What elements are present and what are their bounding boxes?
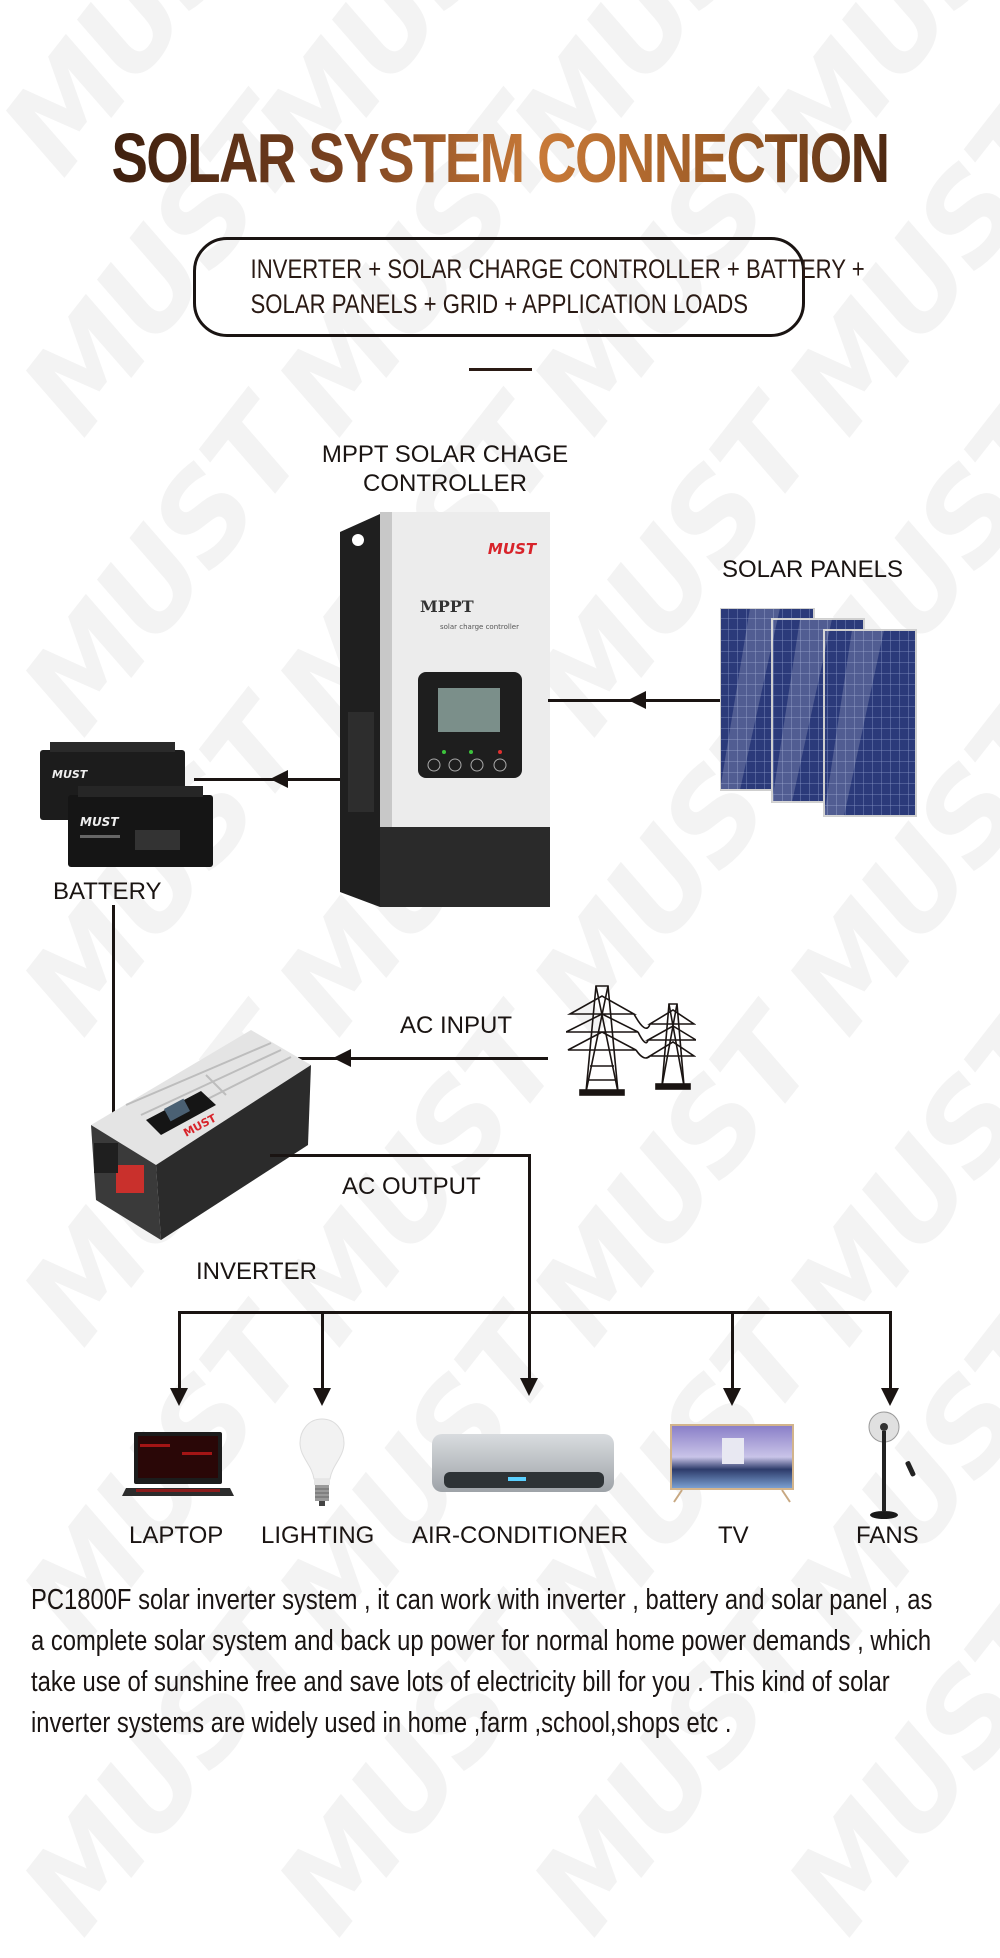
- arrow-down-icon: [170, 1388, 188, 1406]
- description-line-3: take use of sunshine free and save lots …: [31, 1666, 890, 1698]
- page-title: SOLAR SYSTEM CONNECTION: [111, 119, 890, 197]
- battery-label: BATTERY: [53, 878, 162, 905]
- controller-label: MPPT SOLAR CHAGE CONTROLLER: [300, 440, 590, 498]
- subtitle-box: INVERTER + SOLAR CHARGE CONTROLLER + BAT…: [193, 237, 865, 337]
- air-conditioner-image: [432, 1434, 614, 1499]
- load-label-air-conditioner: AIR-CONDITIONER: [412, 1522, 628, 1549]
- description-paragraph: PC1800F solar inverter system , it can w…: [31, 1580, 990, 1744]
- description-line-1: PC1800F solar inverter system , it can w…: [31, 1584, 933, 1616]
- solar-panels-label: SOLAR PANELS: [722, 556, 903, 583]
- load-label-laptop: LAPTOP: [129, 1522, 224, 1549]
- load-drop-laptop: [178, 1311, 181, 1391]
- arrow-left-icon: [333, 1049, 351, 1067]
- load-label-lighting: LIGHTING: [261, 1522, 375, 1549]
- controller-to-battery-line: [194, 778, 340, 781]
- load-drop-fans: [889, 1311, 892, 1391]
- tv-icon: [670, 1424, 794, 1503]
- solar-panel-icon: [719, 607, 917, 817]
- ac-output-line-vertical: [528, 1154, 531, 1390]
- grid-to-inverter-line: [298, 1057, 548, 1060]
- divider: [469, 368, 532, 371]
- mppt-controller-image: MUST MPPT solar charge controller: [340, 512, 550, 907]
- load-drop-tv: [731, 1311, 734, 1391]
- controller-label-line-2: CONTROLLER: [362, 470, 528, 497]
- load-label-fans: FANS: [856, 1522, 919, 1549]
- watermark: MUST: [0, 381, 333, 758]
- inverter-label: INVERTER: [196, 1258, 317, 1285]
- solar-panels-image: [719, 607, 918, 818]
- ac-input-label: AC INPUT: [400, 1012, 513, 1039]
- inverter-image: MUST: [86, 1025, 316, 1245]
- ac-output-label: AC OUTPUT: [342, 1173, 481, 1200]
- inverter-icon: MUST: [91, 1030, 311, 1240]
- transmission-tower-icon: [565, 985, 699, 1096]
- laptop-image: [122, 1432, 234, 1503]
- light-bulb-icon: [299, 1418, 345, 1506]
- tv-image: [670, 1424, 794, 1509]
- subtitle-line-1: INVERTER + SOLAR CHARGE CONTROLLER + BAT…: [250, 254, 865, 284]
- arrow-down-icon: [723, 1388, 741, 1406]
- arrow-left-icon: [270, 770, 288, 788]
- laptop-icon: [122, 1432, 234, 1496]
- power-grid-image: [565, 976, 699, 1098]
- svg-text:MPPT: MPPT: [420, 597, 474, 616]
- svg-text:MUST: MUST: [52, 768, 89, 781]
- load-label-tv: TV: [718, 1522, 749, 1549]
- fan-icon: [868, 1411, 916, 1519]
- svg-text:solar charge controller: solar charge controller: [440, 623, 519, 631]
- air-conditioner-icon: [432, 1434, 614, 1492]
- battery-to-inverter-line: [112, 905, 115, 1117]
- svg-text:MUST: MUST: [488, 540, 538, 558]
- svg-text:MUST: MUST: [80, 815, 119, 829]
- load-bus-line: [178, 1311, 892, 1314]
- mppt-controller-icon: MUST MPPT solar charge controller: [340, 512, 550, 907]
- description-line-4: inverter systems are widely used in home…: [31, 1707, 732, 1739]
- fans-image: [866, 1411, 922, 1526]
- arrow-down-icon: [881, 1388, 899, 1406]
- arrow-left-icon: [628, 691, 646, 709]
- lighting-image: [298, 1417, 346, 1512]
- battery-icon: MUST MUST: [40, 742, 213, 867]
- arrow-down-icon: [313, 1388, 331, 1406]
- ac-output-line-horizontal: [270, 1154, 530, 1157]
- load-drop-lighting: [321, 1311, 324, 1391]
- battery-image: MUST MUST: [40, 740, 215, 870]
- controller-label-line-1: MPPT SOLAR CHAGE: [321, 441, 569, 468]
- description-line-2: a complete solar system and back up powe…: [31, 1625, 932, 1657]
- subtitle-line-2: SOLAR PANELS + GRID + APPLICATION LOADS: [250, 289, 749, 319]
- arrow-down-icon: [520, 1378, 538, 1396]
